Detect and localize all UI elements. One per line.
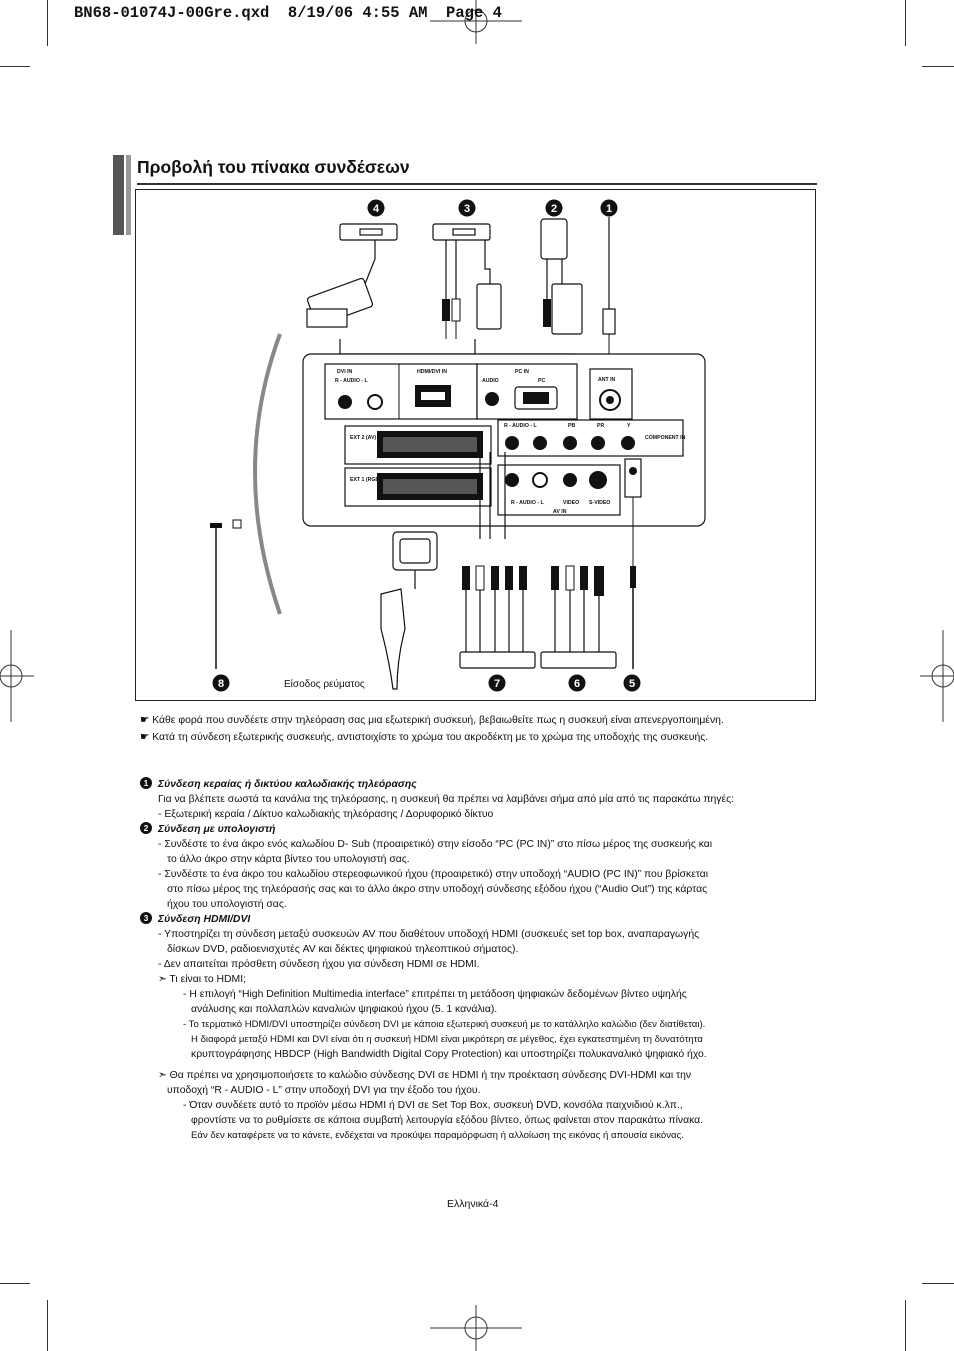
connection-diagram [135, 189, 816, 701]
svg-text:AUDIO: AUDIO [482, 378, 499, 384]
callout-2: 2 [545, 199, 563, 217]
svg-text:DVI IN: DVI IN [337, 369, 353, 375]
svg-text:PR: PR [597, 423, 604, 429]
note-item: ☛ Κάθε φορά που συνδέετε στην τηλεόραση … [140, 715, 724, 726]
text-line: υποδοχή “R - AUDIO - L” στην υποδοχή DVI… [167, 1085, 481, 1096]
text-line: κρυπτογράφησης HBDCP (High Bandwidth Dig… [191, 1049, 707, 1060]
svg-text:4: 4 [373, 203, 380, 215]
text-line: Η διαφορά μεταξύ HDMI και DVI είναι ότι … [191, 1034, 703, 1045]
svg-text:S-VIDEO: S-VIDEO [589, 500, 610, 506]
text-line: Για να βλέπετε σωστά τα κανάλια της τηλε… [158, 794, 735, 805]
title-divider [137, 183, 817, 185]
svg-text:1: 1 [606, 203, 612, 215]
connection-panel-diagram: .t6 { font-family:"Liberation Sans", san… [210, 199, 706, 692]
callout-6: 6 [568, 674, 586, 692]
callout-4: 4 [367, 199, 385, 217]
crop-mark [922, 1283, 954, 1284]
pointing-hand-icon: ☛ [140, 715, 150, 726]
text-line: - Συνδέστε το ένα άκρο ενός καλωδίου D- … [158, 839, 713, 850]
text-line: ➣ Θα πρέπει να χρησιμοποιήσετε το καλώδι… [158, 1070, 692, 1081]
svg-text:2: 2 [551, 203, 557, 215]
crop-mark [0, 1283, 30, 1284]
note-item: ☛ Κατά τη σύνδεση εξωτερικής συσκευής, α… [140, 732, 709, 743]
callout-3: 3 [458, 199, 476, 217]
svg-text:8: 8 [218, 678, 224, 690]
svg-text:AV IN: AV IN [553, 509, 567, 515]
crop-mark [905, 0, 906, 46]
text-line: ➣ Τι είναι το HDMI; [158, 974, 246, 985]
crop-mark [47, 1300, 48, 1351]
crop-mark [47, 0, 48, 46]
text-line: Εάν δεν καταφέρετε να το κάνετε, ενδέχετ… [191, 1130, 684, 1141]
svg-text:COMPONENT IN: COMPONENT IN [645, 435, 686, 441]
svg-text:R - AUDIO - L: R - AUDIO - L [335, 378, 368, 384]
callout-1: 1 [600, 199, 618, 217]
svg-text:PC IN: PC IN [515, 369, 529, 375]
text-line: - Δεν απαιτείται πρόσθετη σύνδεση ήχου γ… [158, 959, 480, 970]
svg-text:6: 6 [574, 678, 580, 690]
callout-8: 8 [212, 674, 230, 692]
arrow-icon: ➣ [158, 974, 167, 985]
text-line: το άλλο άκρο στην κάρτα βίντεο του υπολο… [167, 854, 410, 865]
text-line: - Όταν συνδέετε αυτό το προϊόν μέσω HDMI… [183, 1100, 683, 1111]
title-accent-bar [113, 155, 124, 235]
crop-mark [0, 66, 30, 67]
text-line: ήχου του υπολογιστή σας. [167, 899, 287, 910]
svg-text:EXT 1 (RGB): EXT 1 (RGB) [350, 477, 381, 483]
svg-text:7: 7 [494, 678, 500, 690]
arrow-icon: ➣ [158, 1070, 167, 1081]
callout-5: 5 [623, 674, 641, 692]
text-line: - Η επιλογή “High Definition Multimedia … [183, 989, 687, 1000]
text-line: φροντίστε να το ρυθμίσετε σε κάποια συμβ… [191, 1115, 704, 1126]
text-line: δίσκων DVD, ραδιοενισχυτές AV και δέκτες… [167, 944, 519, 955]
page-title: Προβολή του πίνακα συνδέσεων [137, 157, 410, 177]
text-line: στο πίσω μέρος της τηλεόρασής σας και το… [167, 884, 708, 895]
file-header: BN68-01074J-00Gre.qxd 8/19/06 4:55 AM Pa… [74, 4, 502, 22]
svg-text:5: 5 [629, 678, 635, 690]
text-line: - Υποστηρίζει τη σύνδεση μεταξύ συσκευών… [158, 929, 700, 940]
svg-text:R - AUDIO - L: R - AUDIO - L [504, 423, 537, 429]
power-input-label: Είσοδος ρεύματος [284, 678, 365, 690]
crop-mark [922, 66, 954, 67]
svg-text:Y: Y [627, 423, 631, 429]
svg-text:PB: PB [568, 423, 575, 429]
svg-text:3: 3 [464, 203, 470, 215]
text-line: ανάλυσης και πολλαπλών καναλιών ψηφιακού… [191, 1004, 498, 1015]
text-line: - Συνδέστε το ένα άκρο του καλωδίου στερ… [158, 869, 709, 880]
page-number: Ελληνικά-4 [447, 1198, 499, 1210]
warning-notes: ☛ Κάθε φορά που συνδέετε στην τηλεόραση … [140, 713, 820, 745]
text-line: - Το τερματικό HDMI/DVI υποστηρίζει σύνδ… [183, 1019, 706, 1030]
svg-text:R - AUDIO - L: R - AUDIO - L [511, 500, 544, 506]
pointing-hand-icon: ☛ [140, 732, 150, 743]
title-accent-bar [126, 155, 131, 235]
callout-7: 7 [488, 674, 506, 692]
svg-text:PC: PC [538, 378, 545, 384]
svg-text:EXT 2 (AV): EXT 2 (AV) [350, 435, 376, 441]
svg-text:VIDEO: VIDEO [563, 500, 579, 506]
crop-mark [905, 1300, 906, 1351]
svg-text:HDMI/DVI IN: HDMI/DVI IN [417, 369, 447, 375]
text-line: - Εξωτερική κεραία / Δίκτυο καλωδιακής τ… [158, 809, 494, 820]
svg-text:ANT IN: ANT IN [598, 377, 616, 383]
